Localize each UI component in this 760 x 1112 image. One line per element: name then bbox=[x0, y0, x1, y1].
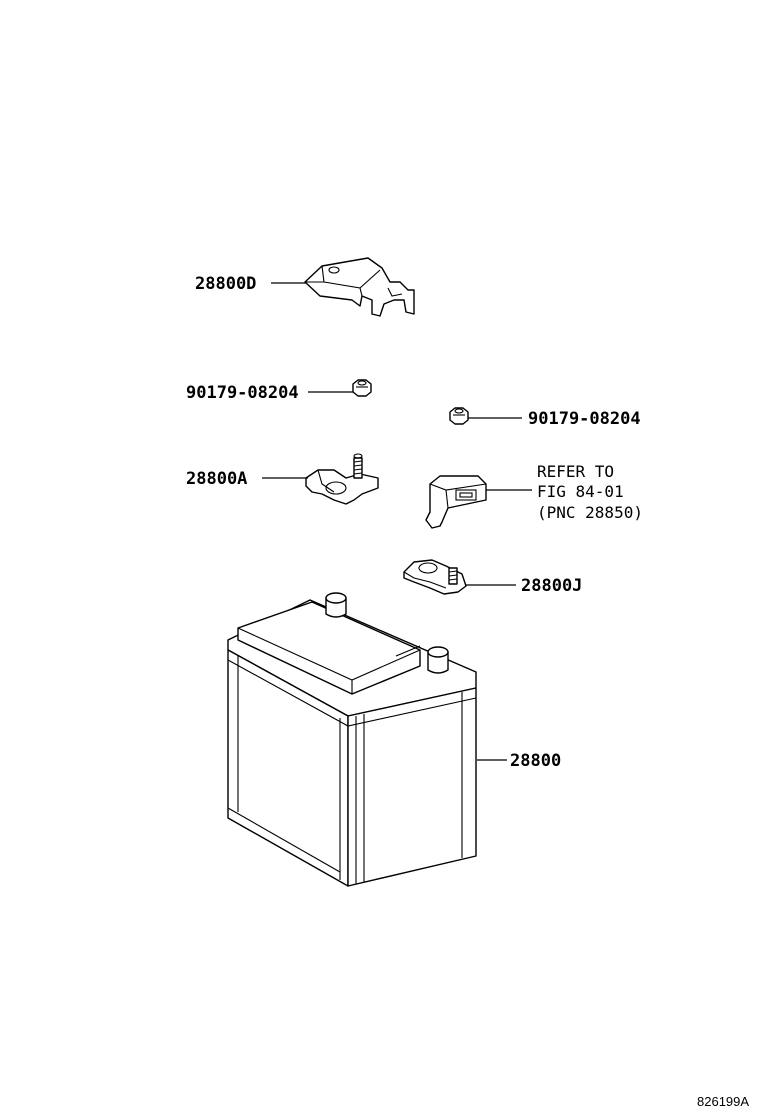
part-28800a-terminal[interactable] bbox=[305, 453, 379, 505]
label-28800: 28800 bbox=[510, 751, 561, 771]
label-28800a: 28800A bbox=[186, 469, 247, 489]
part-28800d-bracket[interactable] bbox=[304, 257, 415, 317]
refer-fig-line: FIG 84-01 bbox=[537, 482, 624, 501]
label-28800d: 28800D bbox=[195, 274, 256, 294]
part-28800-battery[interactable] bbox=[227, 592, 477, 887]
label-nut-left: 90179-08204 bbox=[186, 383, 299, 403]
refer-pnc-line: (PNC 28850) bbox=[537, 503, 643, 522]
part-fusible-link-block[interactable] bbox=[425, 475, 487, 529]
refer-to-line: REFER TO bbox=[537, 462, 614, 481]
figure-id: 826199A bbox=[697, 1094, 749, 1109]
part-nut-left[interactable] bbox=[352, 379, 372, 397]
label-28800j: 28800J bbox=[521, 576, 582, 596]
label-nut-right: 90179-08204 bbox=[528, 409, 641, 429]
part-nut-right[interactable] bbox=[449, 407, 469, 425]
part-28800j-terminal[interactable] bbox=[403, 559, 467, 595]
